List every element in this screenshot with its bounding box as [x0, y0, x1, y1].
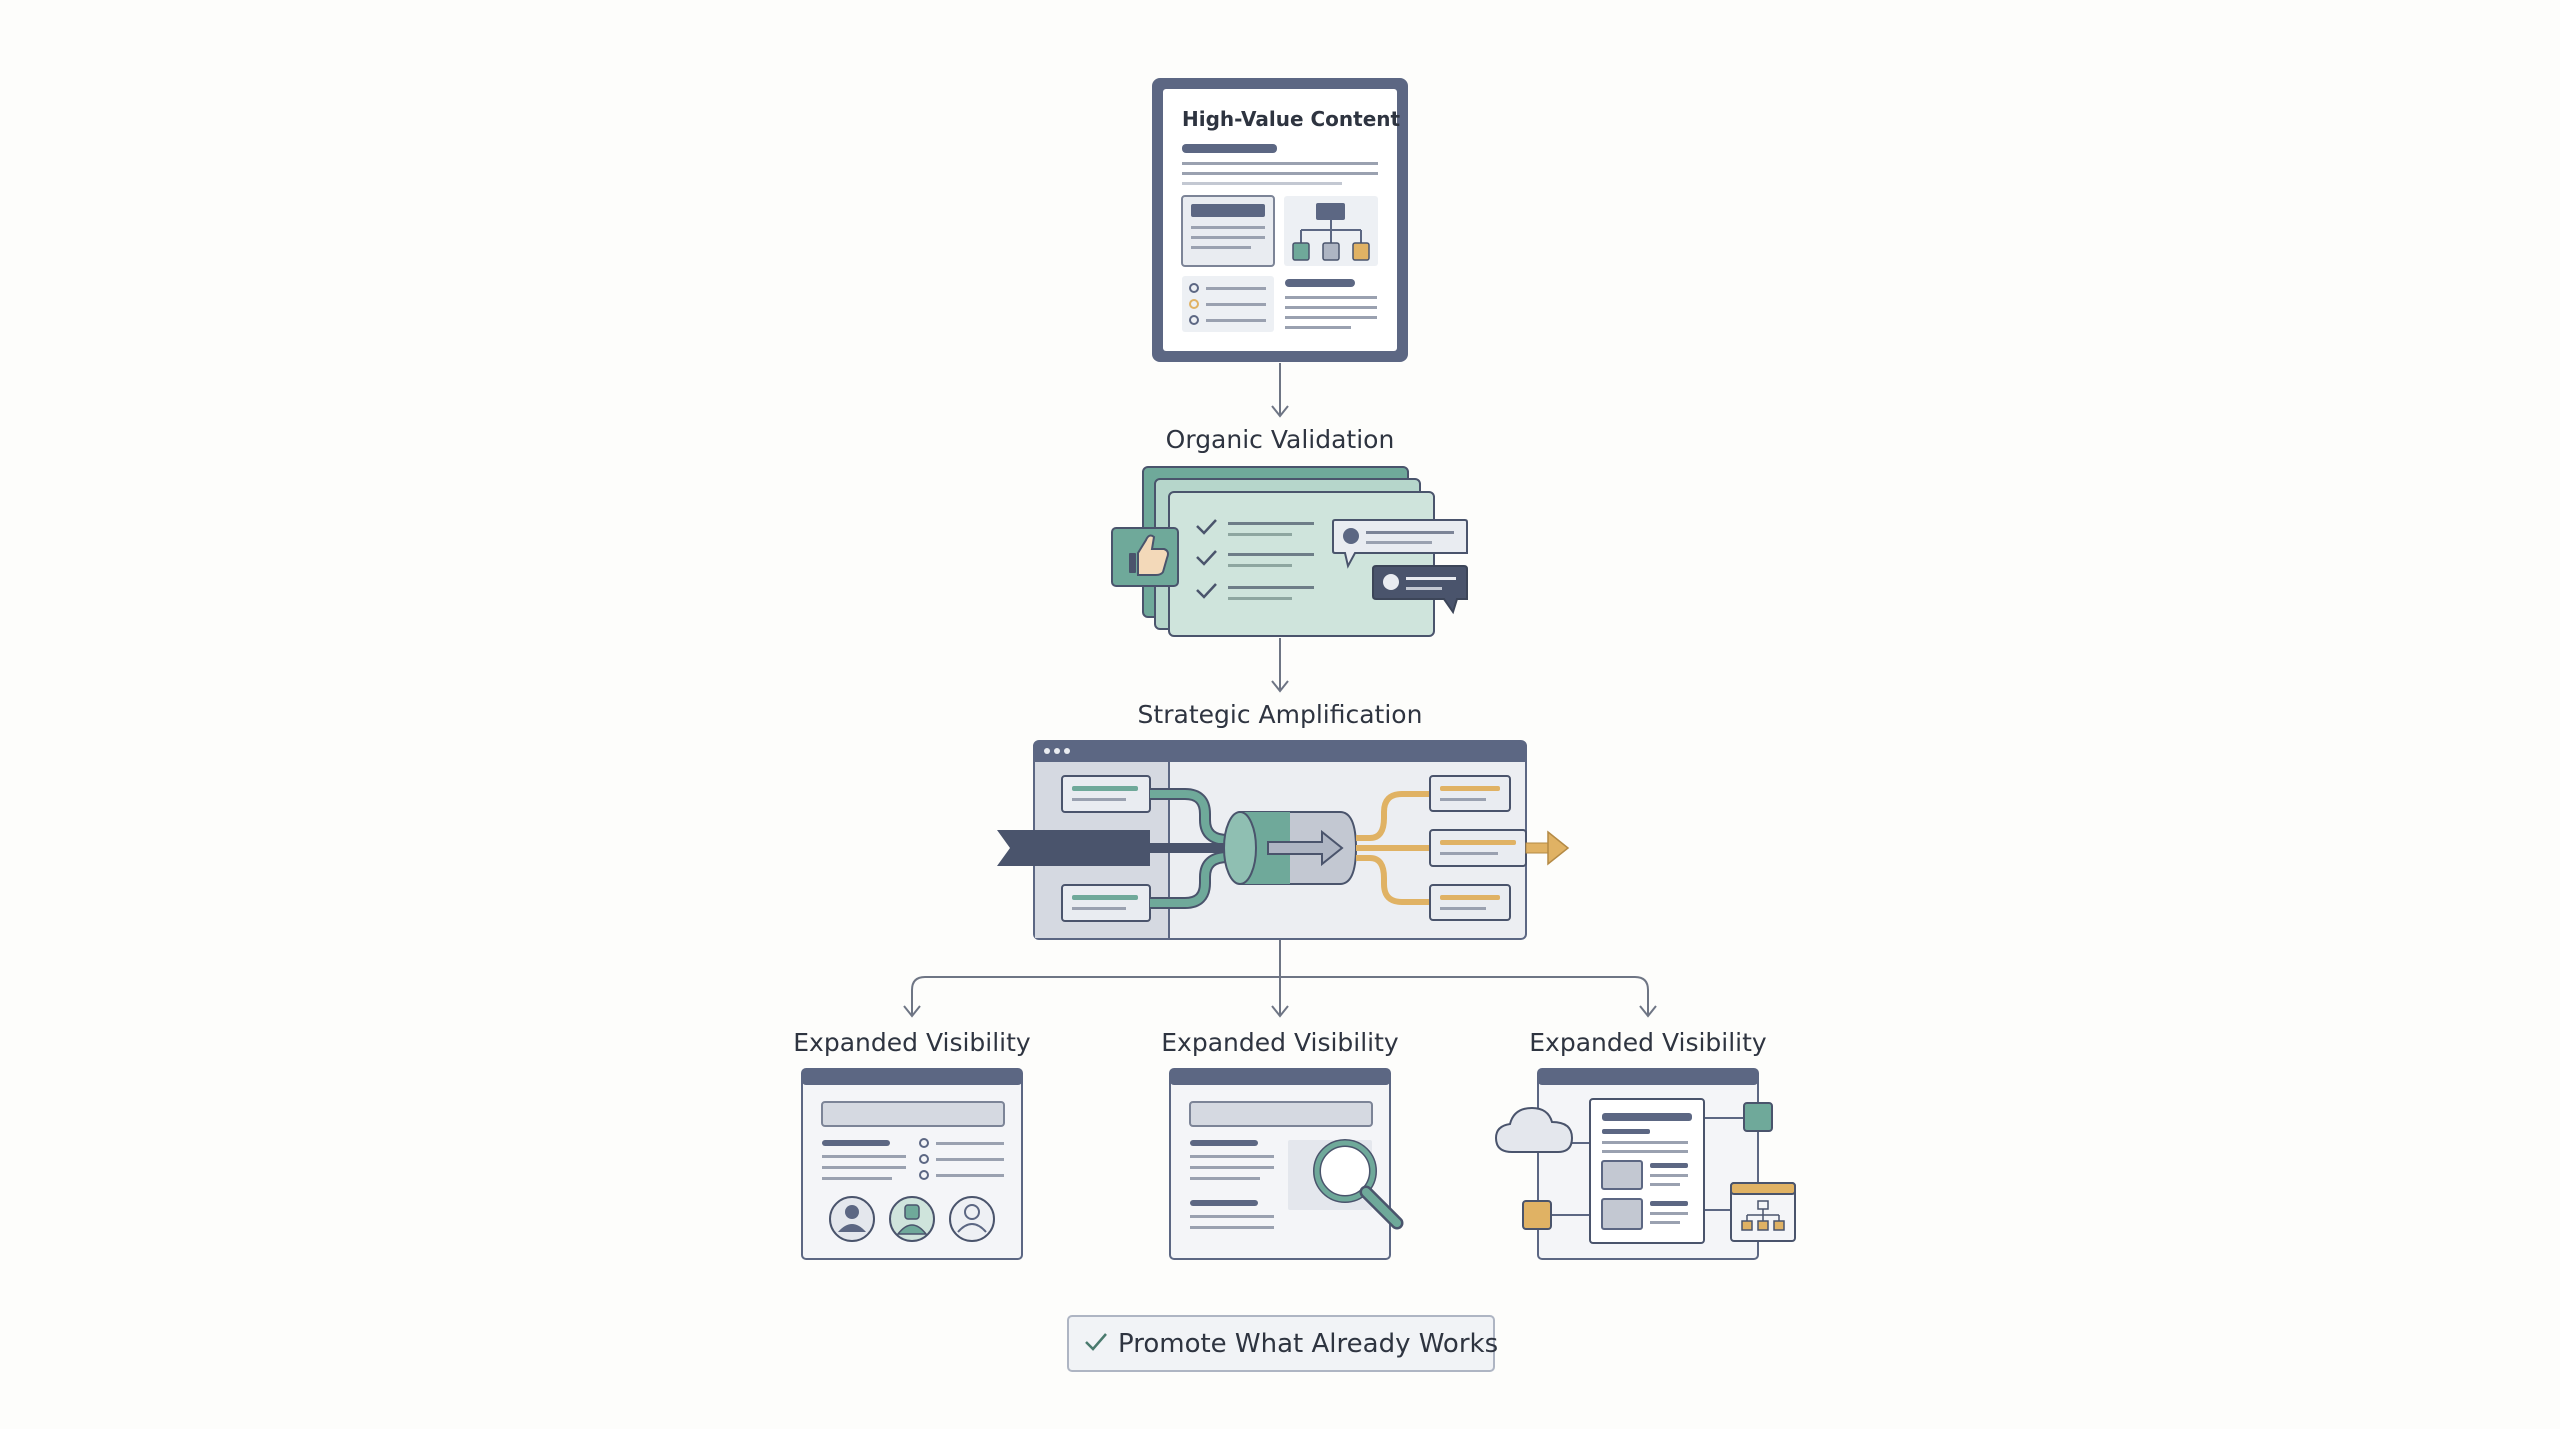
cloud-icon [1494, 1106, 1574, 1153]
visibility-1-label: Expanded Visibility [793, 1028, 1031, 1057]
validation-label: Organic Validation [1166, 425, 1395, 454]
badge-label: Promote What Already Works [1118, 1329, 1498, 1359]
avatar-icon [829, 1196, 875, 1242]
arrowhead [1271, 1005, 1289, 1018]
avatar-icon [889, 1196, 935, 1242]
content-title: High-Value Content [1182, 107, 1401, 131]
chat-bubble-icon [1332, 519, 1468, 615]
arrowhead [1639, 1005, 1657, 1018]
connectors [903, 363, 1657, 1018]
arrowhead [903, 1005, 921, 1018]
list-icon [1182, 276, 1274, 332]
visibility-2-label: Expanded Visibility [1161, 1028, 1399, 1057]
input-flow-band [997, 830, 1150, 866]
organic-validation-node [1111, 466, 1468, 637]
sitemap-icon [1730, 1182, 1796, 1242]
amplification-label: Strategic Amplification [1138, 700, 1423, 729]
visibility-2-node [1169, 1068, 1404, 1260]
strategic-amplification-node [997, 740, 1570, 940]
arrow-right-icon [1525, 830, 1570, 866]
connector-branch-right [1280, 976, 1649, 1015]
magnifier-icon [1313, 1139, 1404, 1230]
checklist-icon [1168, 491, 1435, 637]
funnel-cylinder-icon [1223, 811, 1358, 885]
visibility-1-node [801, 1068, 1023, 1260]
hierarchy-icon [1284, 196, 1378, 266]
arrowhead [1271, 405, 1289, 418]
visibility-3-label: Expanded Visibility [1529, 1028, 1767, 1057]
high-value-content-node: High-Value Content [1152, 78, 1408, 362]
avatar-icon [949, 1196, 995, 1242]
promote-badge: Promote What Already Works [1067, 1315, 1498, 1372]
visibility-3-node [1494, 1068, 1796, 1260]
connector-branch-left [911, 976, 1280, 1015]
thumbs-up-icon [1111, 527, 1179, 587]
arrowhead [1271, 680, 1289, 693]
check-icon [1085, 1333, 1107, 1351]
